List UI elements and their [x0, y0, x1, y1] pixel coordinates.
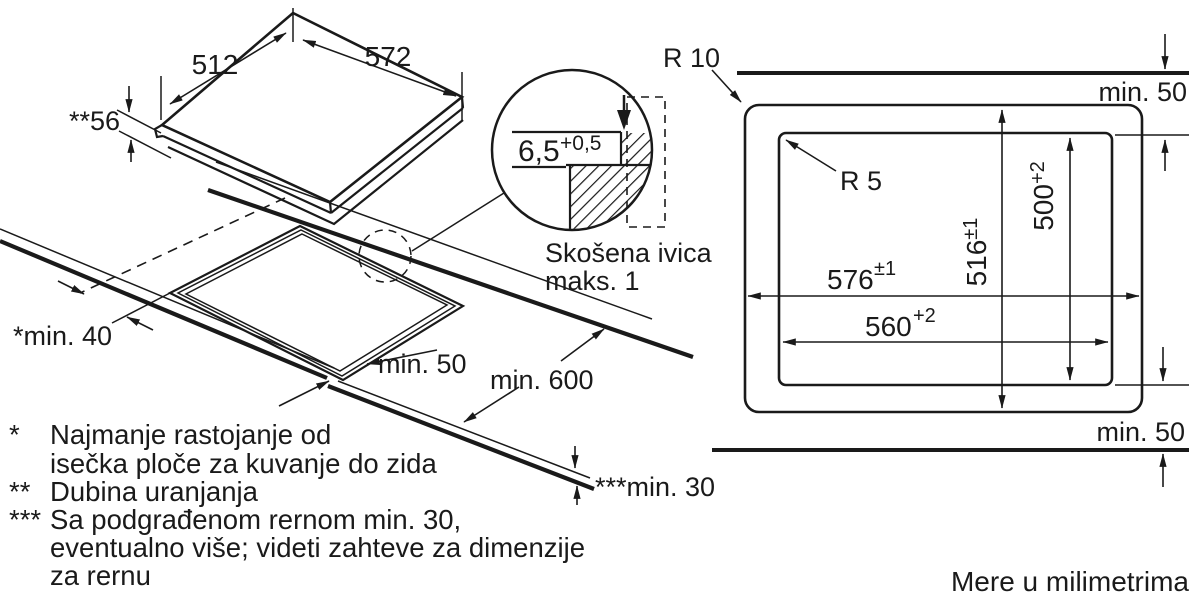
- worktop-back-edge-thick: [207, 188, 694, 359]
- arrow-min600-a: [560, 328, 605, 362]
- dim-label-560-sup: +2: [913, 305, 936, 327]
- hob-body-bottom: [167, 119, 464, 226]
- label-r5: R 5: [840, 166, 882, 196]
- dim-label-572: 572: [365, 41, 412, 72]
- cutout-inner-edge: [184, 233, 449, 372]
- dim-label-56: **56: [69, 106, 120, 136]
- footnote-1-line-1: Najmanje rastojanje od: [50, 419, 331, 450]
- cutout-step-edge: [176, 229, 457, 377]
- extension-line: [111, 292, 171, 324]
- chamfer-caption-1: Skošena ivica: [545, 238, 713, 268]
- cutout-inner-rect: [777, 131, 1114, 387]
- label-top-min50: min. 50: [1098, 77, 1187, 107]
- arrow-min40-b: [126, 316, 154, 331]
- leader-r10: [711, 69, 742, 103]
- chamfer-dim-base: 6,5: [518, 135, 560, 168]
- worktop-dimensions: *min. 40 min. 50 min. 600 ***min. 30: [13, 280, 715, 505]
- footnote-1-marker: *: [9, 419, 20, 450]
- detail-leader-line: [411, 192, 505, 252]
- chamfer-detail: 6,5 +0,5 Skošena ivica maks. 1: [490, 68, 713, 296]
- footnotes: * Najmanje rastojanje od isečka ploče za…: [9, 419, 585, 591]
- hatched-step-lower: [571, 166, 651, 229]
- projection-dashed-line: [79, 197, 286, 294]
- label-r10: R 10: [663, 43, 720, 73]
- dim-line-512: [169, 32, 287, 105]
- worktop-front-edge-thick: [327, 384, 595, 491]
- chamfer-dashed-box: [626, 96, 666, 228]
- chamfer-caption-2: maks. 1: [545, 266, 640, 296]
- label-min30: ***min. 30: [595, 472, 715, 502]
- arrow-min50-a: [366, 349, 438, 366]
- cutout-outer-edge: [167, 224, 466, 382]
- hob-glass-edge-left: [153, 124, 164, 139]
- chamfer-dim-sup: +0,5: [560, 132, 601, 155]
- dim-label-560: 560: [865, 311, 912, 342]
- worktop-front-edge-thin: [337, 380, 591, 479]
- arrow-min600-b: [463, 386, 520, 423]
- label-bottom-min50: min. 50: [1096, 417, 1185, 447]
- cutout-plan-view: R 10 R 5 min. 50 min. 50 576 ±1 560 +2 5…: [663, 34, 1189, 487]
- footnote-3-line-2: eventualno više; videti zahteve za dimen…: [50, 532, 585, 563]
- arrow-min50-b: [278, 380, 330, 407]
- worktop-back-edge-thin: [215, 161, 653, 320]
- wall-edge-thick: [0, 239, 328, 380]
- worktop-isometric: [0, 161, 694, 491]
- dim-label-512: 512: [192, 49, 239, 80]
- cutout-outer-rect: [743, 103, 1144, 414]
- footnote-2-line-1: Dubina uranjanja: [50, 476, 259, 507]
- footnote-1-line-2: isečka ploče za kuvanje do zida: [50, 448, 437, 479]
- dim-label-576-sup: ±1: [874, 258, 896, 280]
- label-min600: min. 600: [490, 365, 594, 395]
- arrow-min40-a: [57, 280, 85, 295]
- hatched-step-upper: [622, 133, 651, 164]
- footnote-2-marker: **: [9, 476, 31, 507]
- detail-reference-circle: [358, 229, 412, 283]
- dim-line-572: [302, 39, 457, 97]
- extension-line: [118, 130, 172, 159]
- hob-glass-underside: [330, 107, 464, 214]
- hob-isometric: [153, 11, 465, 226]
- dim-label-576: 576: [827, 264, 874, 295]
- label-min50: min. 50: [378, 349, 467, 379]
- footnote-3-marker: ***: [9, 504, 41, 535]
- footnote-3-line-3: za rernu: [50, 560, 151, 591]
- hob-dimensions: 512 572 **56: [69, 8, 463, 162]
- detail-section: [566, 132, 651, 229]
- leader-r5: [785, 139, 837, 172]
- hob-glass-underside: [162, 135, 332, 214]
- dim-label-516: 516±1: [960, 218, 992, 287]
- units-note: Mere u milimetrima: [951, 566, 1189, 597]
- hob-glass-top-face: [159, 11, 465, 204]
- dim-label-500: 500+2: [1027, 161, 1059, 231]
- footnote-3-line-1: Sa podgrađenom rernom min. 30,: [50, 504, 461, 535]
- extension-line: [116, 109, 162, 134]
- wall-edge-thin: [0, 228, 335, 369]
- chamfer-arrow-head: [617, 110, 631, 130]
- label-min40: *min. 40: [13, 321, 112, 351]
